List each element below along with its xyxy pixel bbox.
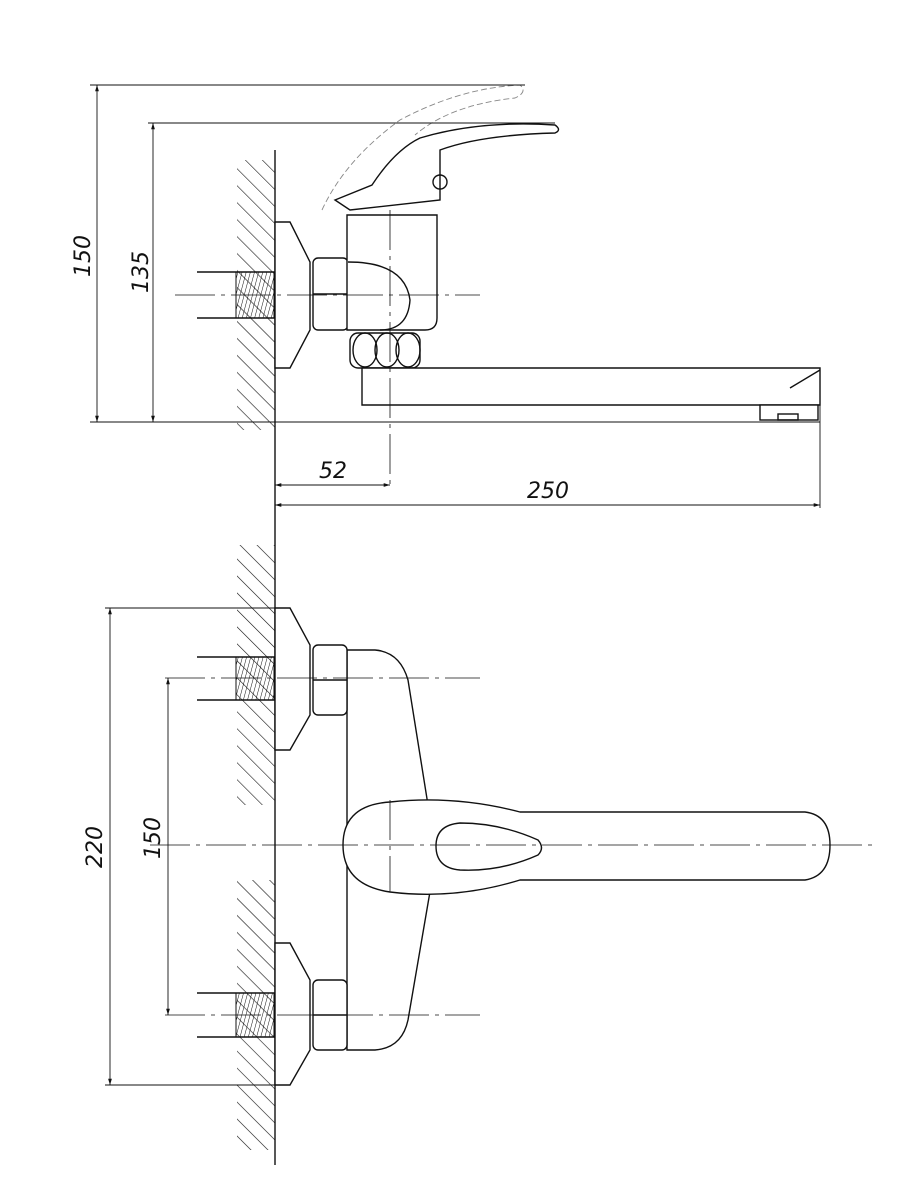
dim-total-height: 150 xyxy=(71,235,96,277)
eccentric-nut-top xyxy=(312,644,348,716)
lever-handle xyxy=(333,123,560,211)
cartridge-rings xyxy=(349,332,421,369)
dim-flange-span: 220 xyxy=(83,826,108,868)
spout xyxy=(361,367,821,421)
dim-axis-offset: 52 xyxy=(319,459,347,484)
lever-handle-raised xyxy=(321,84,524,211)
side-view: 150 135 52 250 xyxy=(71,84,821,508)
wall-flange-top xyxy=(274,607,311,751)
front-view: 220 150 xyxy=(83,607,875,1086)
lever-handle-front xyxy=(342,799,831,895)
dim-spout-reach: 250 xyxy=(527,479,569,504)
dim-inlet-spacing: 150 xyxy=(141,817,166,859)
faucet-body xyxy=(346,214,438,331)
eccentric-nut xyxy=(312,257,349,331)
inlet-pipe-top xyxy=(197,656,275,701)
dim-spout-height: 135 xyxy=(129,251,154,293)
wall-flange-bottom xyxy=(274,942,311,1086)
